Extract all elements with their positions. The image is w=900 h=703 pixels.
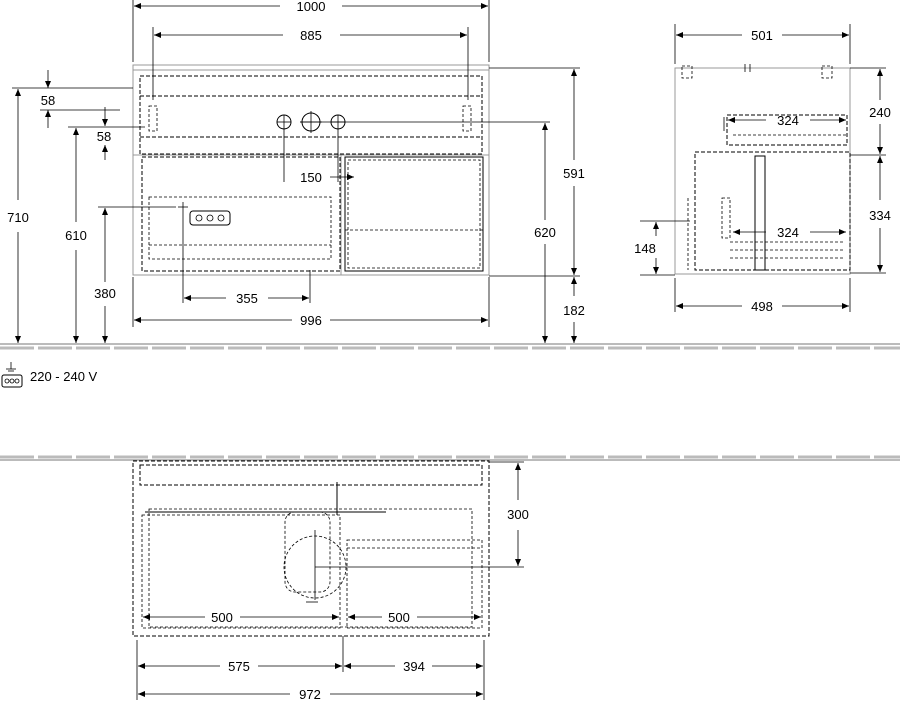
siphon-cutout (283, 511, 347, 603)
front-top-drawer (139, 75, 483, 155)
dim-height-182: 182 (563, 303, 585, 318)
dim-height-380: 380 (94, 286, 116, 301)
dim-height-total: 710 (7, 210, 29, 225)
dim-height-334: 334 (869, 208, 891, 223)
dim-depth-501: 501 (751, 28, 773, 43)
dim-height-591: 591 (563, 166, 585, 181)
voltage-label: 220 - 240 V (30, 369, 98, 384)
dim-height-240: 240 (869, 105, 891, 120)
dim-width-996: 996 (300, 313, 322, 328)
dim-offset-58-second: 58 (97, 129, 111, 144)
dim-offset-355: 355 (236, 291, 258, 306)
dim-depth-498: 498 (751, 299, 773, 314)
dim-height-148: 148 (634, 241, 656, 256)
dim-offset-150: 150 (300, 170, 322, 185)
plan-view: 300 500 500 575 394 972 (0, 455, 900, 702)
front-cabinet-outline (132, 64, 490, 276)
front-right-drawer (344, 156, 484, 272)
dim-drawer-lower-324: 324 (777, 225, 799, 240)
side-view: 501 240 324 334 324 148 498 (634, 24, 891, 314)
dim-offset-58-top: 58 (41, 93, 55, 108)
dim-drawer-right-500: 500 (388, 610, 410, 625)
dim-depth-300: 300 (507, 507, 529, 522)
side-cabinet-outline (674, 67, 851, 275)
dim-drawer-left-500: 500 (211, 610, 233, 625)
dim-width-575: 575 (228, 659, 250, 674)
dim-width-972: 972 (299, 687, 321, 702)
plan-right-drawer (346, 539, 483, 629)
power-info: 220 - 240 V (1, 362, 98, 388)
front-view: 1000 885 710 58 58 610 380 (0, 0, 900, 350)
plan-cabinet-outline (132, 460, 490, 637)
dim-width-inner: 885 (300, 28, 322, 43)
dim-height-610: 610 (65, 228, 87, 243)
plan-left-drawer (141, 514, 341, 629)
dim-height-620: 620 (534, 225, 556, 240)
dim-width-total: 1000 (297, 0, 326, 14)
front-left-drawer (141, 156, 341, 272)
dim-width-394: 394 (403, 659, 425, 674)
drawer-socket (178, 202, 231, 226)
socket-icon (1, 362, 23, 388)
dim-drawer-upper-324: 324 (777, 113, 799, 128)
